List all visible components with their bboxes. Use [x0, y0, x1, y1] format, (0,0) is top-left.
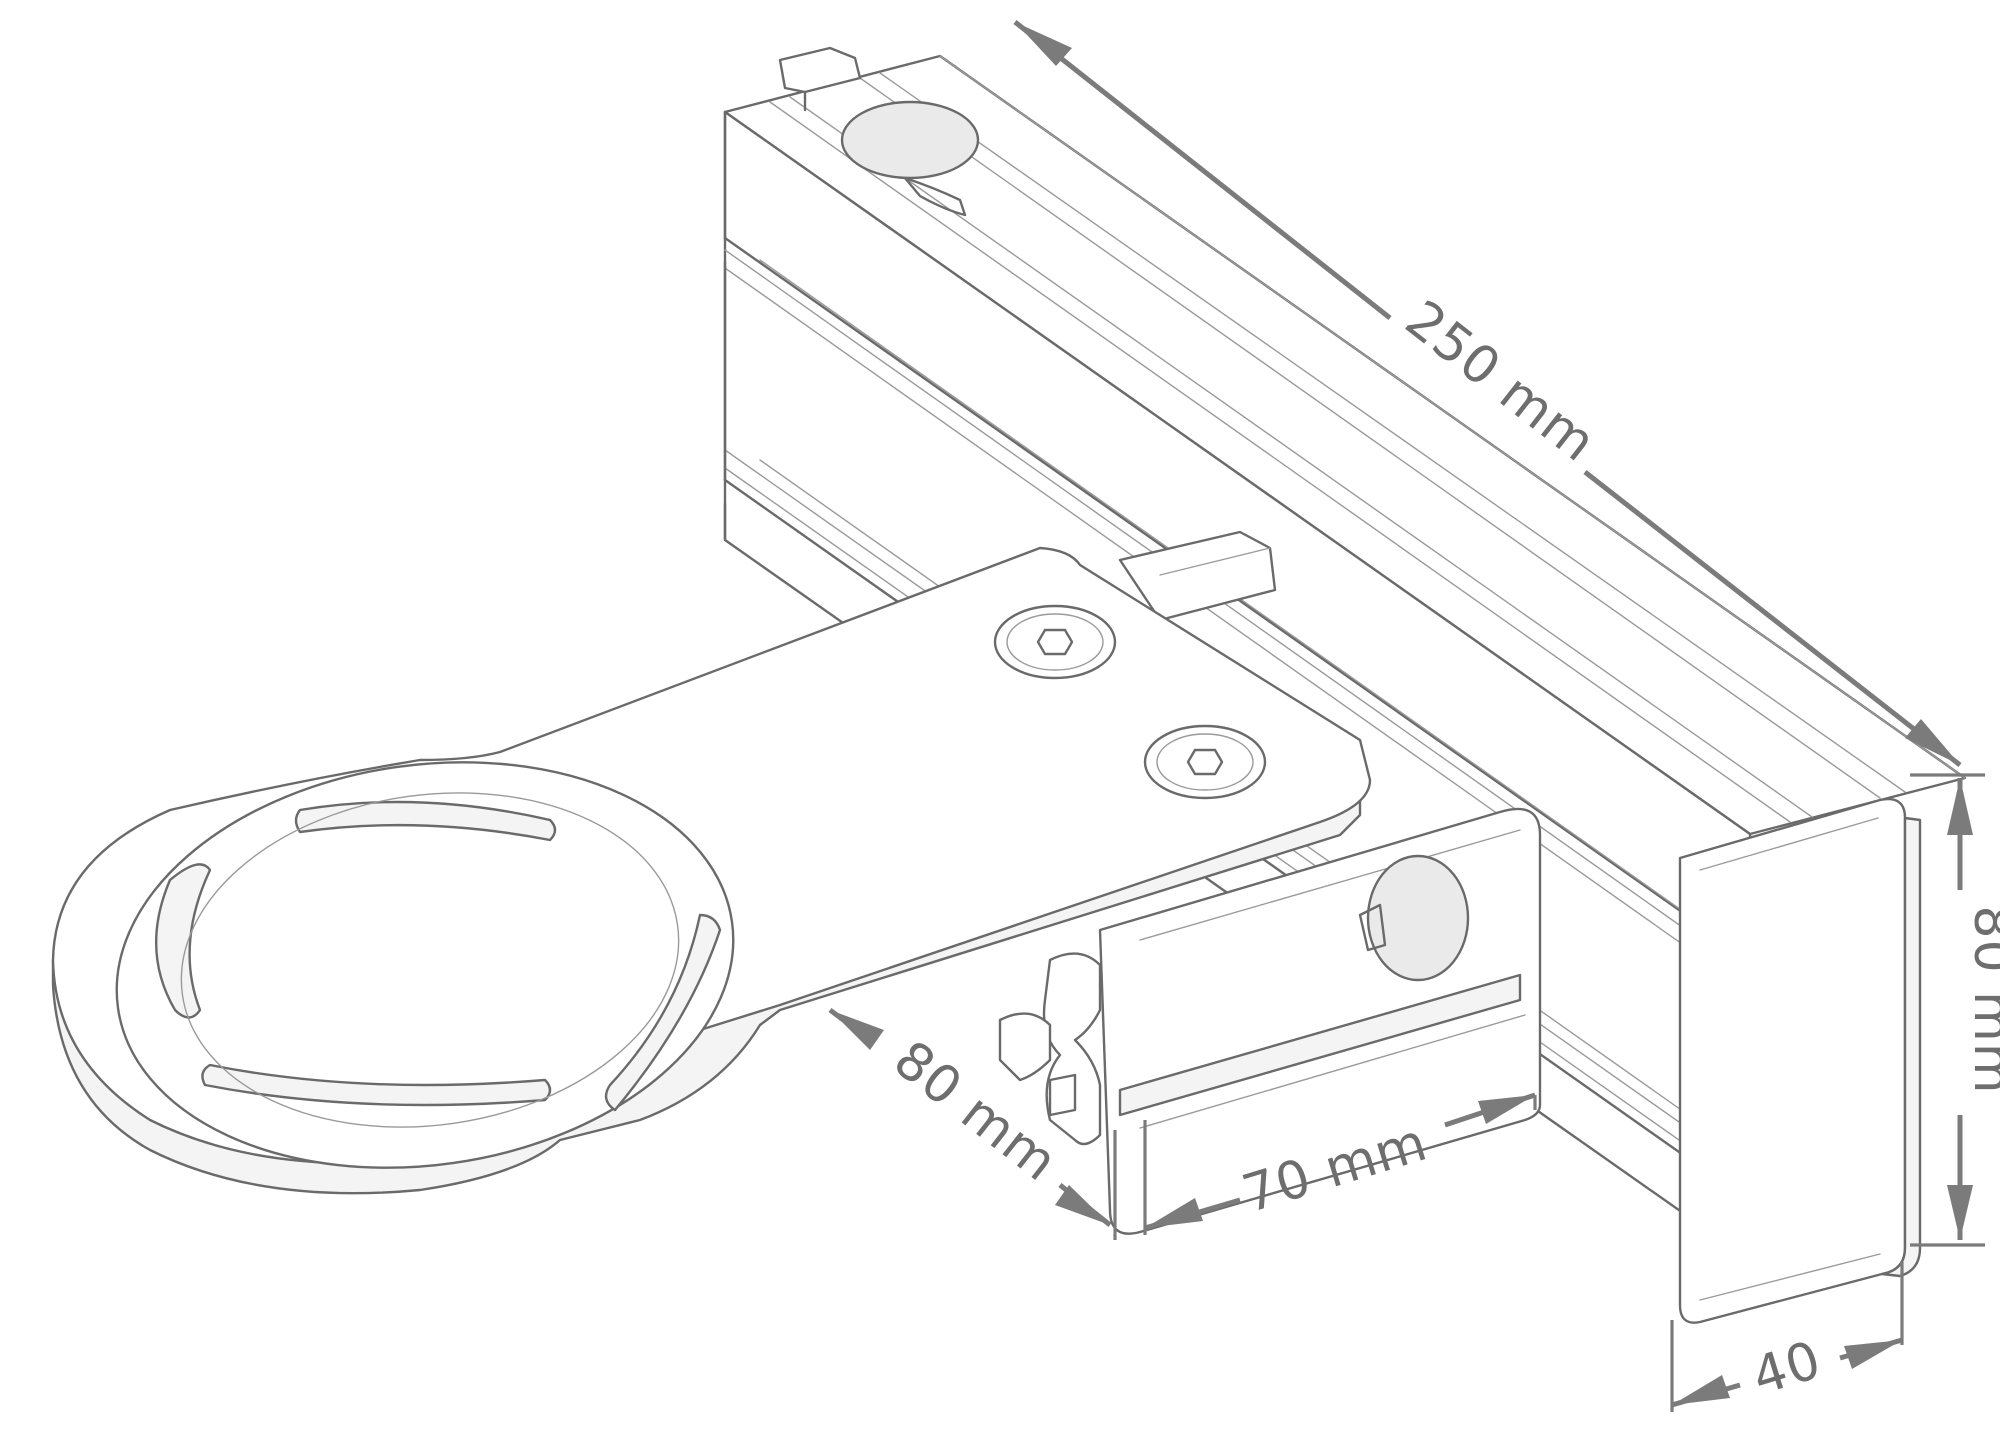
mounting-plate — [51, 546, 1372, 1195]
end-cap — [1678, 797, 1922, 1324]
rail-end-tab — [778, 46, 862, 112]
clamp-knob-bottom — [1358, 854, 1470, 982]
dimension-height: 80 mm — [1910, 773, 2000, 1247]
clamp-knob-top — [840, 100, 980, 217]
hex-screw-2 — [1143, 724, 1267, 800]
height-label: 80 mm — [1962, 905, 2000, 1094]
profile-width-label: 40 — [1746, 1330, 1829, 1407]
hex-screw-1 — [993, 604, 1117, 680]
